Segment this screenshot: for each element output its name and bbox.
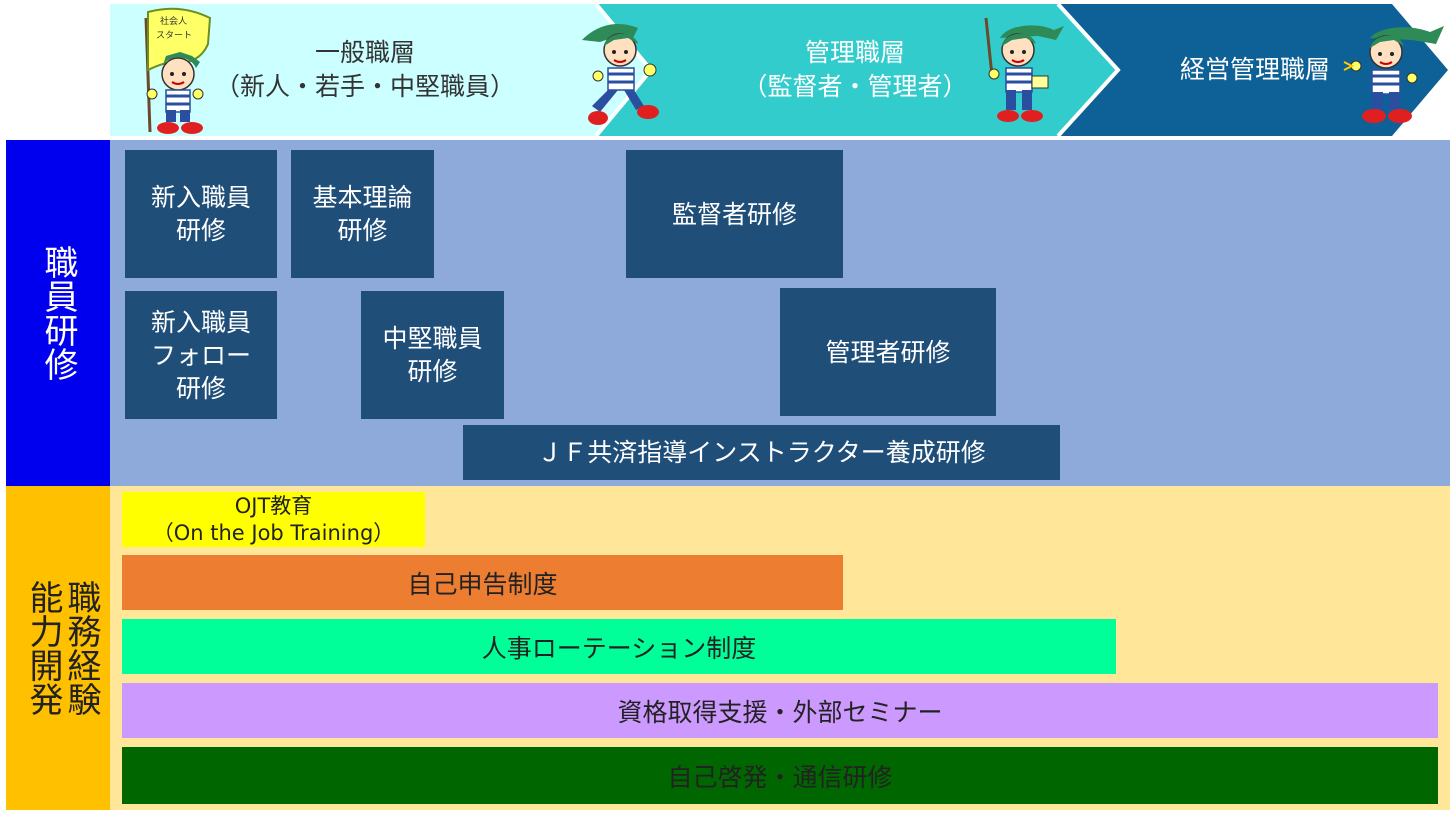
stage-executive-label: 経営管理職層: [1179, 55, 1330, 84]
mid-career-training-block: 中堅職員 研修: [361, 291, 504, 419]
self-development-bar: 自己啓発・通信研修: [122, 747, 1438, 804]
stage-general-arrow: [110, 4, 651, 136]
job-experience-side-panel: 能力開発 職務経験: [6, 486, 110, 810]
mascot-executive-icon: [1343, 26, 1444, 123]
instructor-training-block: ＪＦ共済指導インストラクター養成研修: [463, 425, 1060, 480]
supervisor-training-block: 監督者研修: [626, 150, 843, 278]
mascot-pointer-icon: [984, 17, 1064, 122]
mascot-flag-icon: 社会人 スタート: [144, 7, 212, 134]
new-staff-training-block: 新入職員 研修: [125, 150, 277, 278]
flag-text-1: 社会人: [160, 15, 187, 27]
stage-executive-arrow: [1058, 4, 1448, 136]
new-staff-follow-training-block: 新入職員 フォロー 研修: [125, 291, 277, 419]
job-experience-side-label-right: 職務経験: [61, 580, 101, 716]
basic-theory-training-block: 基本理論 研修: [291, 150, 434, 278]
ojt-bar: OJT教育 （On the Job Training）: [122, 492, 425, 547]
manager-training-block: 管理者研修: [780, 288, 996, 416]
stage-manager-label: 管理職層 （監督者・管理者）: [742, 38, 968, 101]
self-report-bar: 自己申告制度: [122, 555, 843, 610]
staff-training-side-label: 職員研修: [6, 140, 110, 486]
flag-text-2: スタート: [156, 30, 192, 41]
stage-general-label: 一般職層 （新人・若手・中堅職員）: [214, 38, 515, 101]
ojt-title: OJT教育: [234, 493, 313, 518]
ojt-subtitle: （On the Job Training）: [152, 520, 395, 545]
rotation-bar: 人事ローテーション制度: [122, 619, 1116, 674]
job-experience-side-label-left: 能力開発: [23, 580, 63, 716]
qualification-bar: 資格取得支援・外部セミナー: [122, 683, 1438, 738]
mascot-running-icon: [582, 24, 659, 125]
